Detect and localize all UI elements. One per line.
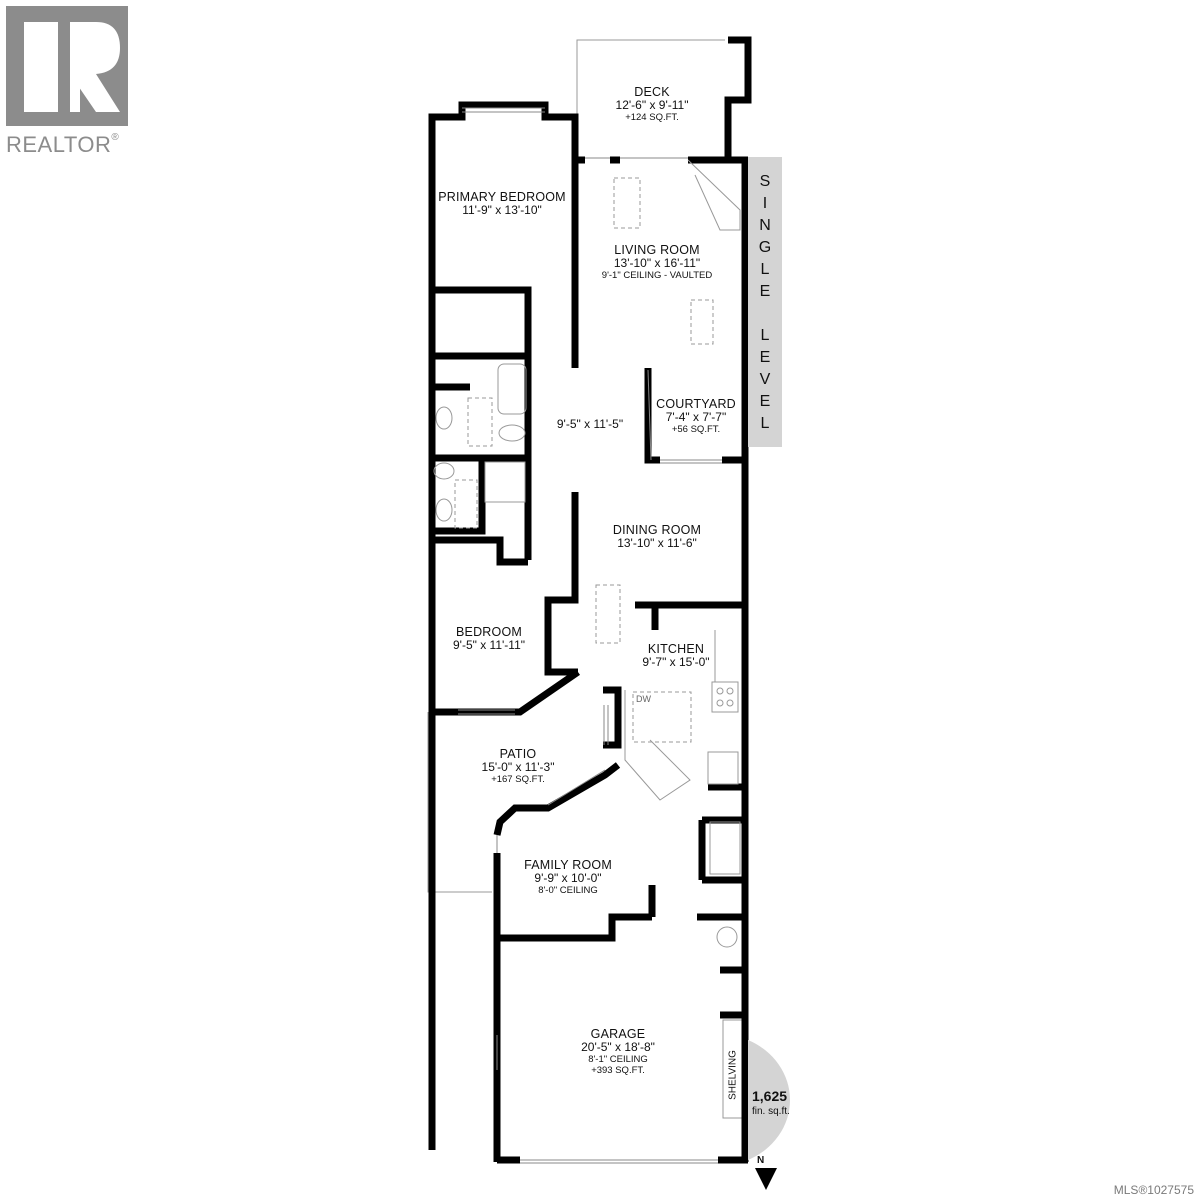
room-area: +124 SQ.FT. [625,112,679,124]
room-dimensions: 13'-10" x 16'-11" [613,256,701,271]
room-label-courtyard: COURTYARD 7'-4" x 7'-7" +56 SQ.FT. [656,397,736,436]
sqft-badge-shape [748,1040,791,1160]
north-label: N [757,1155,765,1166]
room-label-deck: DECK 12'-6" x 9'-11" +124 SQ.FT. [616,85,689,124]
mls-number: MLS®1027575 [1113,1183,1194,1197]
single-level-banner: S I N G L E L E V E L [748,157,782,447]
shelving-text: SHELVING [727,1050,739,1100]
room-label-hallway: 9'-5" x 11'-5" [556,417,624,432]
room-dimensions: 15'-0" x 11'-3" [481,760,555,775]
realtor-wordmark-text: REALTOR [6,132,112,157]
room-label-garage: GARAGE 20'-5" x 18'-8" 8'-1" CEILING +39… [581,1027,655,1077]
realtor-wordmark: REALTOR® [6,132,119,158]
room-area: +393 SQ.FT. [591,1065,645,1077]
room-label-primary-bedroom: PRIMARY BEDROOM 11'-9" x 13'-10" [438,190,566,218]
room-dimensions: 9'-5" x 11'-11" [452,638,526,653]
banner-letter: S [759,173,771,190]
room-dimensions: 9'-5" x 11'-5" [556,417,624,431]
garage-shelving-label: SHELVING [723,1030,743,1120]
finished-sqft-unit: fin. sq.ft. [752,1106,790,1117]
room-label-dining-room: DINING ROOM 13'-10" x 11'-6" [613,523,701,551]
room-label-patio: PATIO 15'-0" x 11'-3" +167 SQ.FT. [482,747,555,786]
finished-sqft-value: 1,625 [752,1088,788,1104]
room-ceiling: 8'-1" CEILING [588,1054,648,1066]
room-name: PATIO [499,747,537,761]
room-dimensions: 13'-10" x 11'-6" [617,536,697,551]
room-area: +56 SQ.FT. [671,424,721,436]
banner-letter: I [762,195,768,212]
room-name: FAMILY ROOM [524,858,612,872]
room-name: LIVING ROOM [614,243,700,257]
banner-letter: E [759,283,771,300]
room-ceiling: 8'-0" CEILING [538,885,598,897]
room-name: DECK [634,85,670,99]
room-name: COURTYARD [656,397,736,411]
banner-letter: G [758,239,772,256]
room-dimensions: 7'-4" x 7'-7" [665,410,727,425]
registered-mark: ® [111,132,120,143]
room-area: +167 SQ.FT. [491,774,545,786]
banner-letter: E [759,393,771,410]
dishwasher-label: DW [636,694,651,704]
room-name: GARAGE [590,1027,646,1041]
room-dimensions: 9'-9" x 10'-0" [534,871,602,886]
banner-letter: L [760,261,770,278]
north-arrow-icon [755,1168,777,1190]
room-name: KITCHEN [647,642,705,656]
banner-letter: N [759,217,771,234]
banner-letter [748,303,782,325]
room-dimensions: 11'-9" x 13'-10" [462,203,542,218]
room-label-living-room: LIVING ROOM 13'-10" x 16'-11" 9'-1" CEIL… [602,243,712,282]
banner-letter: L [760,415,770,432]
room-name: PRIMARY BEDROOM [438,190,566,204]
room-label-bedroom: BEDROOM 9'-5" x 11'-11" [453,625,525,653]
room-label-kitchen: KITCHEN 9'-7" x 15'-0" [642,642,709,670]
banner-letter: V [759,371,771,388]
room-name: DINING ROOM [612,523,702,537]
room-dimensions: 9'-7" x 15'-0" [642,655,710,670]
room-ceiling: 9'-1" CEILING - VAULTED [601,270,713,282]
banner-letter: E [759,349,771,366]
room-dimensions: 12'-6" x 9'-11" [615,98,689,113]
banner-letter: L [760,327,770,344]
room-dimensions: 20'-5" x 18'-8" [581,1040,655,1055]
room-label-family-room: FAMILY ROOM 9'-9" x 10'-0" 8'-0" CEILING [524,858,612,897]
room-name: BEDROOM [456,625,522,639]
realtor-logo-icon [6,6,128,126]
